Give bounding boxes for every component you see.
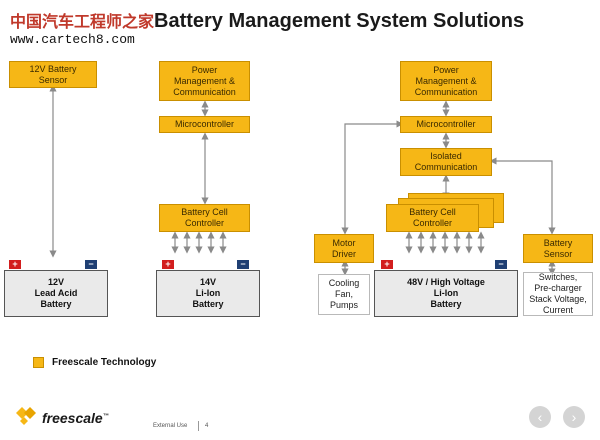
positive-terminal-icon: + [9,260,21,269]
microcontroller-box: Microcontroller [400,116,492,133]
negative-terminal-icon: − [85,260,97,269]
isolated-communication-box: Isolated Communication [400,148,492,176]
positive-terminal-icon: + [381,260,393,269]
li-ion-14v-battery: 14V Li-Ion Battery [156,270,260,317]
battery-sensor-box: Battery Sensor [523,234,593,263]
battery-cell-controller-box: Battery Cell Controller [159,204,250,232]
sensor-outputs-box: Switches, Pre-charger Stack Voltage, Cur… [523,272,593,316]
watermark-url: www.cartech8.com [10,32,135,47]
page-title: 中国汽车工程师之家Battery Management System Solut… [10,8,524,33]
negative-terminal-icon: − [495,260,507,269]
microcontroller-box: Microcontroller [159,116,250,133]
next-slide-button[interactable]: › [563,406,585,428]
previous-slide-button[interactable]: ‹ [529,406,551,428]
legend-label: Freescale Technology [52,357,157,368]
page-number: 4 [205,423,209,429]
motor-driver-box: Motor Driver [314,234,374,263]
battery-cell-controller-box: Battery Cell Controller [386,204,479,232]
freescale-logo-icon [16,407,36,425]
footer-divider [198,421,199,431]
freescale-logo-text: freescale™ [42,410,109,426]
title-text: Battery Management System Solutions [154,10,525,32]
negative-terminal-icon: − [237,260,249,269]
power-management-box: Power Management & Communication [159,61,250,101]
high-voltage-battery: 48V / High Voltage Li-Ion Battery [374,270,518,317]
cooling-loads-box: Cooling Fan, Pumps [318,274,370,315]
battery-sensor-12v-box: 12V Battery Sensor [9,61,97,88]
positive-terminal-icon: + [162,260,174,269]
classification-label: External Use [153,423,188,429]
watermark-text: 中国汽车工程师之家 [10,12,155,31]
lead-acid-battery: 12V Lead Acid Battery [4,270,108,317]
legend-swatch [33,357,44,368]
power-management-box: Power Management & Communication [400,61,492,101]
